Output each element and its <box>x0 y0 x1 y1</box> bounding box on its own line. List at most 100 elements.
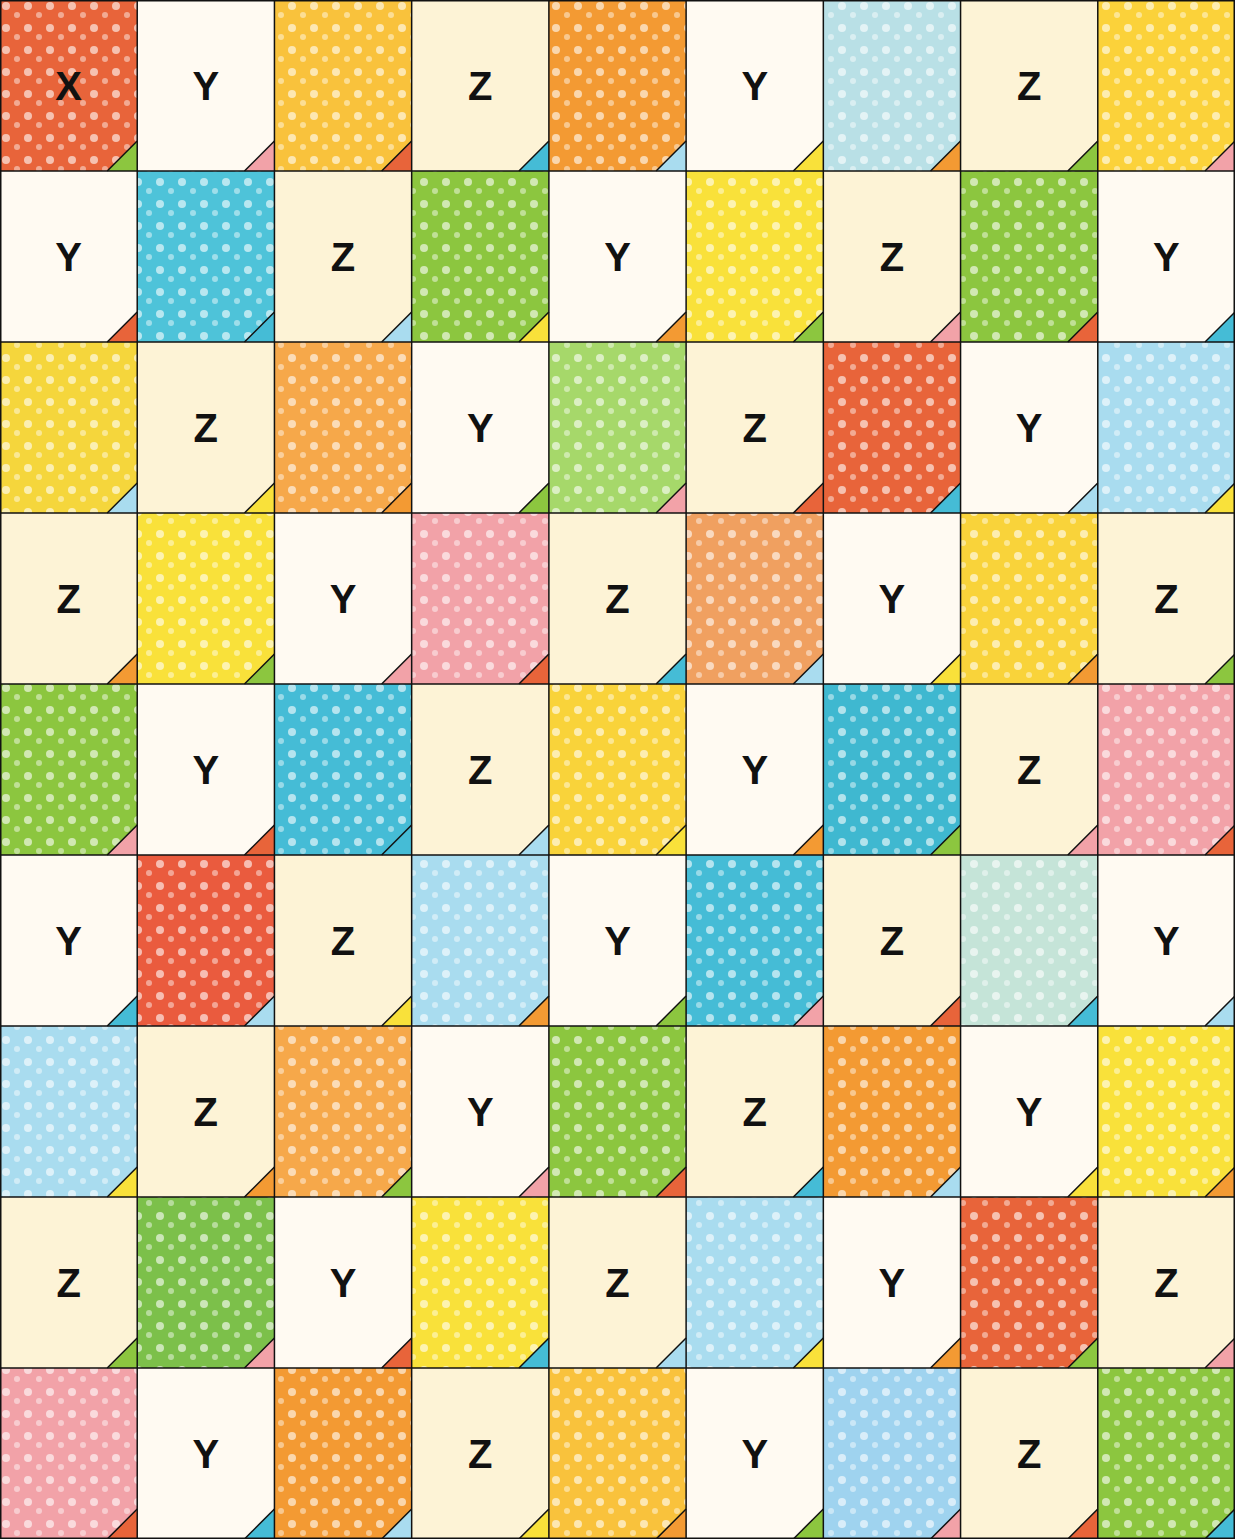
corner-triangle <box>519 1167 549 1197</box>
corner-triangle <box>1205 1509 1235 1539</box>
fabric-block <box>412 1197 549 1368</box>
quilt-block: Z <box>823 855 960 1026</box>
corner-seam <box>1068 825 1098 855</box>
background-block <box>961 684 1098 855</box>
corner-triangle <box>656 483 686 513</box>
corner-triangle <box>1205 825 1235 855</box>
corner-seam <box>519 483 549 513</box>
fabric-block <box>137 171 274 342</box>
fabric-block <box>823 342 960 513</box>
background-block <box>686 684 823 855</box>
block-letter: Y <box>330 579 357 619</box>
background-block <box>961 1026 1098 1197</box>
quilt-block: Z <box>412 1368 549 1539</box>
corner-triangle <box>656 654 686 684</box>
seam-line <box>0 0 2 1539</box>
corner-seam <box>793 1167 823 1197</box>
fabric-block <box>137 1197 274 1368</box>
corner-triangle <box>519 141 549 171</box>
corner-seam <box>1205 654 1235 684</box>
fabric-print <box>823 1368 960 1539</box>
fabric-block <box>274 342 411 513</box>
block-letter: Z <box>1154 1263 1178 1303</box>
corner-triangle <box>107 996 137 1026</box>
corner-triangle <box>519 1509 549 1539</box>
quilt-block: Y <box>274 1197 411 1368</box>
corner-seam <box>1068 654 1098 684</box>
fabric-block <box>549 0 686 171</box>
fabric-block <box>961 1197 1098 1368</box>
corner-seam <box>793 141 823 171</box>
fabric-block <box>961 171 1098 342</box>
background-block <box>961 342 1098 513</box>
corner-seam <box>519 825 549 855</box>
block-letter: Y <box>1016 408 1043 448</box>
seam-line <box>823 0 825 1539</box>
corner-triangle <box>107 312 137 342</box>
corner-triangle <box>1205 141 1235 171</box>
seam-line <box>0 1025 1235 1027</box>
fabric-print <box>549 684 686 855</box>
corner-seam <box>382 312 412 342</box>
block-letter: Z <box>56 579 80 619</box>
corner-seam <box>1068 1167 1098 1197</box>
corner-seam <box>793 483 823 513</box>
corner-seam <box>1068 1338 1098 1368</box>
quilt-block: Z <box>961 0 1098 171</box>
corner-seam <box>519 141 549 171</box>
background-block <box>137 684 274 855</box>
background-block <box>137 1026 274 1197</box>
fabric-block <box>823 1368 960 1539</box>
background-block <box>137 342 274 513</box>
corner-seam <box>244 825 274 855</box>
quilt-block: Y <box>137 0 274 171</box>
background-block <box>0 855 137 1026</box>
quilt-block: Y <box>0 171 137 342</box>
background-block <box>1098 513 1235 684</box>
quilt-block: Y <box>686 0 823 171</box>
background-block <box>412 0 549 171</box>
quilt-block: Y <box>686 1368 823 1539</box>
corner-triangle <box>793 141 823 171</box>
corner-triangle <box>382 312 412 342</box>
seam-line <box>0 854 1235 856</box>
background-block <box>0 171 137 342</box>
fabric-block <box>274 1026 411 1197</box>
corner-seam <box>931 1509 961 1539</box>
corner-triangle <box>519 654 549 684</box>
fabric-print <box>0 1368 137 1539</box>
corner-triangle <box>519 312 549 342</box>
corner-seam <box>656 483 686 513</box>
fabric-print <box>1098 1026 1235 1197</box>
corner-triangle <box>519 483 549 513</box>
corner-triangle <box>382 1167 412 1197</box>
corner-seam <box>793 1338 823 1368</box>
corner-triangle <box>1068 1167 1098 1197</box>
corner-triangle <box>793 1338 823 1368</box>
fabric-block <box>549 342 686 513</box>
corner-triangle <box>1205 312 1235 342</box>
fabric-block <box>137 513 274 684</box>
fabric-block <box>274 684 411 855</box>
seam-line <box>136 0 138 1539</box>
corner-triangle <box>793 1167 823 1197</box>
corner-triangle <box>931 483 961 513</box>
corner-seam <box>107 483 137 513</box>
block-letter: Y <box>1016 1092 1043 1132</box>
corner-seam <box>107 312 137 342</box>
corner-seam <box>793 654 823 684</box>
corner-seam <box>244 141 274 171</box>
corner-seam <box>519 654 549 684</box>
background-block <box>137 0 274 171</box>
corner-seam <box>107 996 137 1026</box>
corner-triangle <box>656 1338 686 1368</box>
fabric-print <box>0 684 137 855</box>
corner-triangle <box>656 996 686 1026</box>
background-block <box>412 1368 549 1539</box>
background-block <box>412 684 549 855</box>
block-letter: X <box>55 66 82 106</box>
corner-seam <box>656 825 686 855</box>
seam-line <box>1234 0 1235 1539</box>
block-letter: Z <box>1017 750 1041 790</box>
corner-seam <box>931 483 961 513</box>
